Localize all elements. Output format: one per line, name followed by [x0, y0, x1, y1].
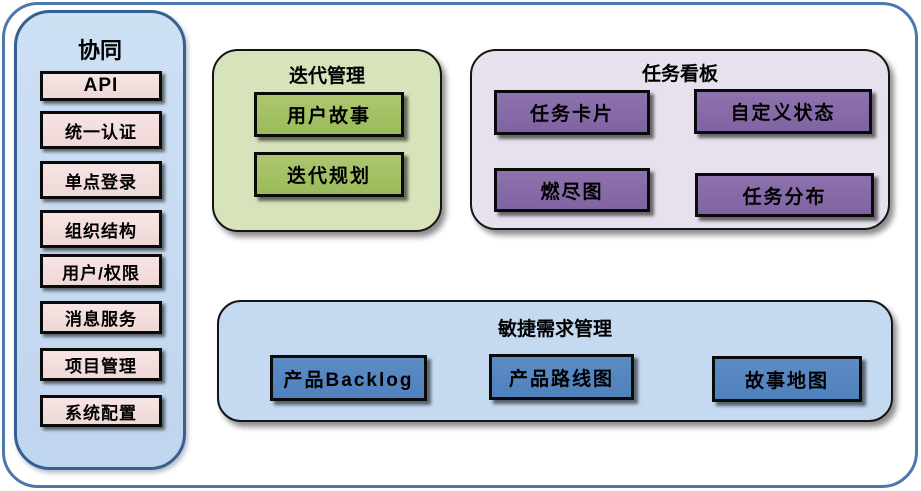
feature-box-story-map: 故事地图	[712, 356, 862, 402]
feature-box-user-story: 用户故事	[254, 92, 404, 137]
feature-box-product-backlog: 产品Backlog	[270, 355, 427, 401]
task-board-panel: 任务看板 任务卡片 自定义状态 燃尽图 任务分布	[470, 49, 890, 230]
sidebar-item-sso: 单点登录	[40, 161, 162, 199]
panel-title-taskboard: 任务看板	[641, 64, 718, 85]
feature-box-task-card: 任务卡片	[494, 90, 650, 135]
feature-box-task-distribution: 任务分布	[695, 173, 874, 217]
sidebar-item-project-management: 项目管理	[40, 348, 162, 381]
sidebar-item-unified-auth: 统一认证	[40, 111, 162, 149]
collaboration-sidebar: 协同 API 统一认证 单点登录 组织结构 用户/权限 消息服务 项目管理 系统…	[14, 10, 186, 470]
feature-box-burndown-chart: 燃尽图	[494, 168, 650, 212]
sidebar-item-system-config: 系统配置	[40, 395, 162, 427]
feature-box-iteration-planning: 迭代规划	[254, 152, 404, 197]
panel-title-requirements: 敏捷需求管理	[497, 319, 612, 340]
sidebar-item-org-structure: 组织结构	[40, 210, 162, 248]
sidebar-title: 协同	[77, 38, 122, 63]
feature-box-product-roadmap: 产品路线图	[489, 354, 634, 400]
panel-title-iteration: 迭代管理	[288, 66, 365, 87]
iteration-management-panel: 迭代管理 用户故事 迭代规划	[212, 49, 442, 232]
feature-box-custom-status: 自定义状态	[694, 89, 872, 134]
sidebar-item-message-service: 消息服务	[40, 301, 162, 334]
sidebar-item-user-permissions: 用户/权限	[40, 254, 162, 288]
sidebar-item-api: API	[40, 71, 162, 101]
agile-requirements-panel: 敏捷需求管理 产品Backlog 产品路线图 故事地图	[217, 300, 893, 422]
